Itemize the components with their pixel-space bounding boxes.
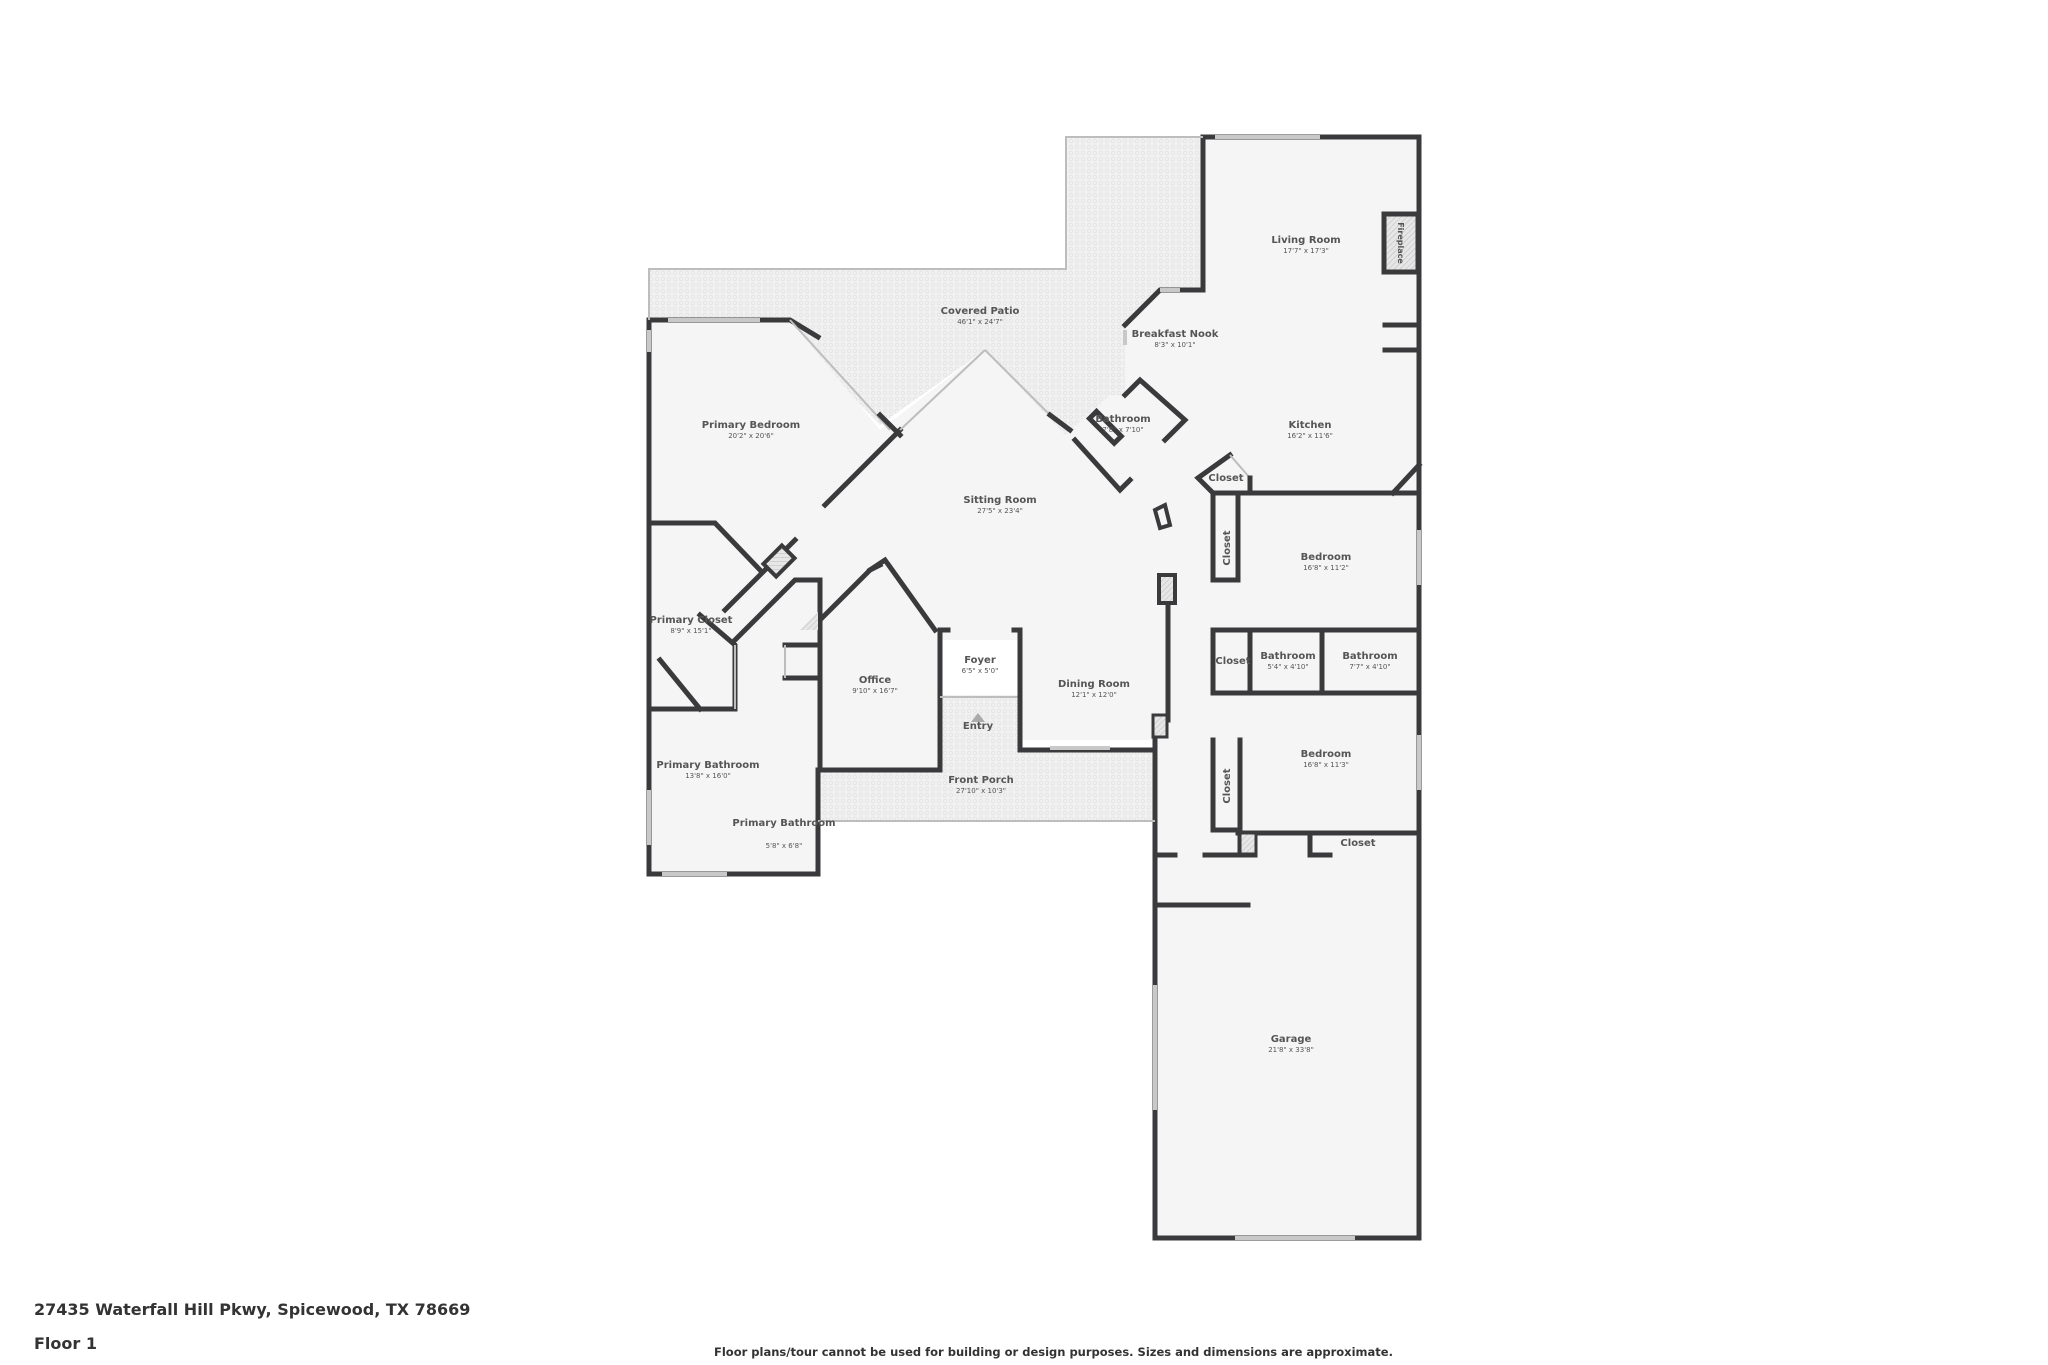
svg-text:Kitchen: Kitchen xyxy=(1289,420,1332,431)
svg-text:8'9" x 15'1": 8'9" x 15'1" xyxy=(670,627,711,635)
room-label-closet-kitchen: Closet xyxy=(1208,473,1243,484)
disclaimer: Floor plans/tour cannot be used for buil… xyxy=(714,1345,1393,1359)
room-label-covered-patio: Covered Patio 46'1" x 24'7" xyxy=(941,306,1020,326)
svg-text:Bathroom: Bathroom xyxy=(1342,651,1397,662)
room-label-office: Office 9'10" x 16'7" xyxy=(852,675,898,695)
room-label-primary-bedroom: Primary Bedroom 20'2" x 20'6" xyxy=(702,420,800,440)
svg-text:Sitting Room: Sitting Room xyxy=(963,495,1036,506)
room-label-closet-bedroom-2: Closet xyxy=(1222,768,1233,803)
svg-text:Living Room: Living Room xyxy=(1271,235,1340,246)
room-label-primary-bathroom: Primary Bathroom 13'8" x 16'0" xyxy=(656,760,759,780)
room-label-bedroom-2: Bedroom 16'8" x 11'3" xyxy=(1301,749,1352,769)
svg-text:Primary Bathroom: Primary Bathroom xyxy=(656,760,759,771)
svg-text:Closet: Closet xyxy=(1208,473,1243,484)
svg-text:Closet: Closet xyxy=(1222,768,1233,803)
svg-text:Closet: Closet xyxy=(1222,530,1233,565)
svg-text:21'8" x 33'8": 21'8" x 33'8" xyxy=(1268,1046,1314,1054)
svg-text:Entry: Entry xyxy=(963,721,994,732)
windows xyxy=(647,135,1421,1240)
entry-arrow-icon xyxy=(971,713,985,722)
svg-text:Dining Room: Dining Room xyxy=(1058,679,1130,690)
room-label-closet-garage: Closet xyxy=(1340,838,1375,849)
room-label-kitchen: Kitchen 16'2" x 11'6" xyxy=(1287,420,1333,440)
interior-floor xyxy=(649,137,1419,1238)
interior-walls xyxy=(646,211,1423,908)
room-label-closet-bedroom-1: Closet xyxy=(1222,530,1233,565)
room-label-entry: Entry xyxy=(963,721,994,732)
svg-text:7'7" x 4'10": 7'7" x 4'10" xyxy=(1349,663,1390,671)
room-label-living-room: Living Room 17'7" x 17'3" xyxy=(1271,235,1340,255)
room-label-front-porch: Front Porch 27'10" x 10'3" xyxy=(948,775,1014,795)
svg-text:Front Porch: Front Porch xyxy=(948,775,1014,786)
svg-text:12'1" x 12'0": 12'1" x 12'0" xyxy=(1071,691,1117,699)
front-porch-area xyxy=(818,695,1155,821)
svg-text:Foyer: Foyer xyxy=(964,655,996,666)
svg-text:16'8" x 11'3": 16'8" x 11'3" xyxy=(1303,761,1349,769)
svg-text:Primary Bathroom: Primary Bathroom xyxy=(732,818,835,829)
svg-text:16'8" x 11'2": 16'8" x 11'2" xyxy=(1303,564,1349,572)
svg-text:27'10" x 10'3": 27'10" x 10'3" xyxy=(956,787,1006,795)
svg-text:46'1" x 24'7": 46'1" x 24'7" xyxy=(957,318,1003,326)
svg-text:Closet: Closet xyxy=(1340,838,1375,849)
svg-text:27'5" x 23'4": 27'5" x 23'4" xyxy=(977,507,1023,515)
covered-patio-area xyxy=(649,137,1203,445)
svg-text:17'7" x 17'3": 17'7" x 17'3" xyxy=(1283,247,1329,255)
svg-text:16'2" x 11'6": 16'2" x 11'6" xyxy=(1287,432,1333,440)
room-label-closet-hall: Closet xyxy=(1215,656,1250,667)
svg-text:7'8" x 7'10": 7'8" x 7'10" xyxy=(1102,426,1143,434)
room-label-primary-closet: Primary Closet 8'9" x 15'1" xyxy=(650,615,733,635)
svg-text:5'8" x 6'8": 5'8" x 6'8" xyxy=(766,842,803,850)
svg-text:Closet: Closet xyxy=(1215,656,1250,667)
svg-text:Fireplace: Fireplace xyxy=(1396,222,1405,264)
svg-text:6'5" x 5'0": 6'5" x 5'0" xyxy=(962,667,999,675)
room-label-dining-room: Dining Room 12'1" x 12'0" xyxy=(1058,679,1130,699)
room-label-bedroom-1: Bedroom 16'8" x 11'2" xyxy=(1301,552,1352,572)
property-address: 27435 Waterfall Hill Pkwy, Spicewood, TX… xyxy=(34,1300,471,1319)
room-label-sitting-room: Sitting Room 27'5" x 23'4" xyxy=(963,495,1036,515)
svg-text:20'2" x 20'6": 20'2" x 20'6" xyxy=(728,432,774,440)
room-label-breakfast-nook: Breakfast Nook 8'3" x 10'1" xyxy=(1132,329,1219,349)
floor-label: Floor 1 xyxy=(34,1334,97,1353)
room-label-primary-bathroom-2: Primary Bathroom 5'8" x 6'8" xyxy=(732,818,835,850)
svg-text:Covered Patio: Covered Patio xyxy=(941,306,1020,317)
room-label-garage: Garage 21'8" x 33'8" xyxy=(1268,1034,1314,1054)
room-label-bathroom-2: Bathroom 5'4" x 4'10" xyxy=(1260,651,1315,671)
patio-outline xyxy=(648,136,1203,822)
svg-text:Primary Closet: Primary Closet xyxy=(650,615,733,626)
svg-text:5'4" x 4'10": 5'4" x 4'10" xyxy=(1267,663,1308,671)
svg-text:Bathroom: Bathroom xyxy=(1260,651,1315,662)
svg-text:Office: Office xyxy=(859,675,892,686)
svg-text:Garage: Garage xyxy=(1271,1034,1312,1045)
svg-text:Bathroom: Bathroom xyxy=(1095,414,1150,425)
svg-text:Bedroom: Bedroom xyxy=(1301,749,1352,760)
svg-text:9'10" x 16'7": 9'10" x 16'7" xyxy=(852,687,898,695)
svg-text:8'3" x 10'1": 8'3" x 10'1" xyxy=(1154,341,1195,349)
room-label-bathroom-1: Bathroom 7'8" x 7'10" xyxy=(1095,414,1150,434)
svg-text:Primary Bedroom: Primary Bedroom xyxy=(702,420,800,431)
svg-text:Breakfast Nook: Breakfast Nook xyxy=(1132,329,1219,340)
svg-text:13'8" x 16'0": 13'8" x 16'0" xyxy=(685,772,731,780)
room-label-fireplace: Fireplace xyxy=(1396,222,1405,264)
room-label-foyer: Foyer 6'5" x 5'0" xyxy=(962,655,999,675)
svg-text:Bedroom: Bedroom xyxy=(1301,552,1352,563)
room-label-bathroom-3: Bathroom 7'7" x 4'10" xyxy=(1342,651,1397,671)
